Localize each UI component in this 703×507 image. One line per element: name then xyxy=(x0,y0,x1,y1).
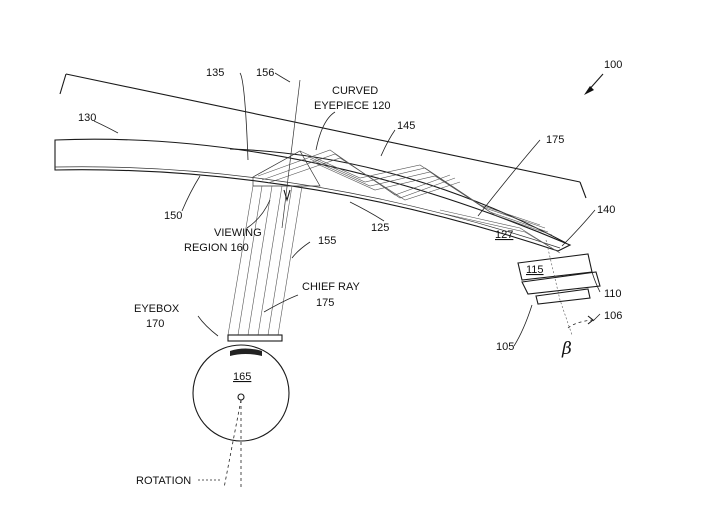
axis-arrow xyxy=(283,189,291,202)
label-140: 140 xyxy=(597,204,615,216)
pupil xyxy=(230,348,262,356)
eyebox-plate xyxy=(227,334,283,342)
eye-center xyxy=(237,393,245,401)
label-eyebox-line1: EYEBOX xyxy=(134,303,180,315)
label-125: 125 xyxy=(371,222,389,234)
eyepiece-outer-surface xyxy=(229,148,567,244)
rotation-lines xyxy=(223,399,242,489)
label-130: 130 xyxy=(78,112,96,124)
output-beam xyxy=(227,185,303,336)
label-110: 110 xyxy=(604,288,622,300)
display-beam xyxy=(545,239,573,336)
label-145: 145 xyxy=(397,120,415,132)
label-curved-line1: CURVED xyxy=(332,85,378,97)
label-175-top: 175 xyxy=(546,134,564,146)
label-105: 105 xyxy=(496,341,514,353)
label-chief-line1: CHIEF RAY xyxy=(302,281,361,293)
label-135: 135 xyxy=(206,67,224,79)
label-chief-line2: 175 xyxy=(316,297,334,309)
label-viewing-line2: REGION 160 xyxy=(184,242,249,254)
label-155: 155 xyxy=(318,235,336,247)
beta-arc xyxy=(567,319,593,329)
label-beta: β xyxy=(561,339,572,359)
label-127: 127 xyxy=(495,229,513,241)
beta-arc-arrow xyxy=(587,315,594,325)
viewing-region-wedge xyxy=(252,150,321,187)
eyepiece-inner-surface xyxy=(54,166,561,249)
leader-lines xyxy=(93,72,601,481)
label-curved-line2: EYEPIECE 120 xyxy=(314,100,390,112)
system-arrow-head xyxy=(584,86,594,95)
internal-light-paths xyxy=(257,149,561,254)
label-rotation: ROTATION xyxy=(136,475,191,487)
label-115: 115 xyxy=(526,264,544,276)
label-156: 156 xyxy=(256,67,274,79)
eye xyxy=(192,344,290,442)
label-150: 150 xyxy=(164,210,182,222)
label-viewing-line1: VIEWING xyxy=(214,227,262,239)
label-100: 100 xyxy=(604,59,622,71)
axis-156 xyxy=(281,79,301,229)
label-eyebox-line2: 170 xyxy=(146,318,164,330)
label-165: 165 xyxy=(233,371,251,383)
label-106: 106 xyxy=(604,310,622,322)
curved-eyepiece-body xyxy=(54,138,572,252)
